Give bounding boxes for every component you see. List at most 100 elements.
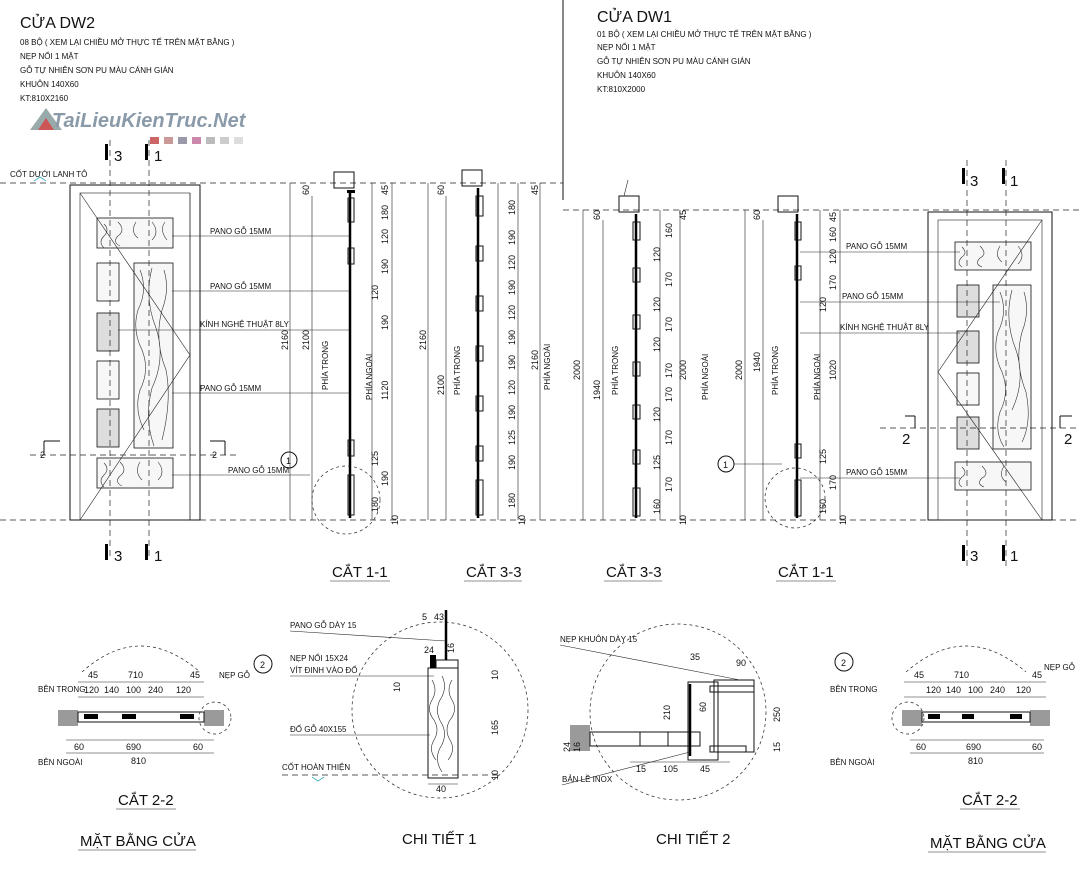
dim: 120 (507, 380, 517, 395)
dim: 45 (678, 210, 688, 220)
side-outside: BÊN NGOÀI (830, 758, 874, 767)
label: NẸP KHUÔN DÀY 15 (560, 635, 638, 644)
dim: 1020 (828, 360, 838, 380)
dim: 10 (390, 515, 400, 525)
dim: 120 (652, 297, 662, 312)
dim: 170 (664, 430, 674, 445)
dim: 120 (380, 229, 390, 244)
dim: 24 (424, 645, 434, 655)
dim: 100 (968, 685, 983, 695)
dim: 60 (698, 702, 708, 712)
caption-cat-1-1: CẮT 1-1 (332, 563, 388, 581)
dim: 45 (190, 670, 200, 680)
side-inside: PHÍA TRONG (771, 346, 780, 395)
dim: 120 (818, 297, 828, 312)
dim: 160 (828, 227, 838, 242)
dim: 120 (652, 407, 662, 422)
dim: 160 (664, 223, 674, 238)
dim: 125 (818, 449, 828, 464)
side-inside: PHÍA TRONG (321, 341, 330, 390)
cot-label: CỐT DƯỚI LANH TÔ (10, 169, 87, 179)
dim: 165 (490, 720, 500, 735)
dim: 160 (818, 499, 828, 514)
dim: 180 (507, 493, 517, 508)
dim-total: 810 (968, 756, 983, 766)
dw1-notes: 01 BỘ ( XEM LẠI CHIỀU MỞ THỰC TẾ TRÊN MẶ… (597, 29, 812, 94)
dim: 170 (828, 275, 838, 290)
dim: 45 (530, 185, 540, 195)
section-3-3-dw2: 2160 2100 60 PHÍA TRONG PHÍA NGOÀI 45 21… (418, 169, 552, 525)
section-mark-1: 1 (1010, 173, 1018, 190)
dw1-note: KHUÔN 140X60 (597, 71, 656, 80)
dim: 190 (507, 280, 517, 295)
dim: 16 (572, 742, 582, 752)
dim: 60 (74, 742, 84, 752)
dim: 190 (380, 471, 390, 486)
dim: 45 (914, 670, 924, 680)
dim: 10 (490, 670, 500, 680)
dim: 170 (664, 272, 674, 287)
dim: 120 (507, 255, 517, 270)
dim: 60 (1032, 742, 1042, 752)
detail-1: PANO GỖ DÀY 15 NẸP NỔI 15X24 VÍT ĐINH VÀ… (282, 610, 529, 799)
side-outside: PHÍA NGOÀI (813, 354, 822, 400)
dim: 125 (370, 451, 380, 466)
dim: 710 (954, 670, 969, 680)
dim: 10 (678, 515, 688, 525)
dw2-note: 08 BỘ ( XEM LẠI CHIỀU MỞ THỰC TẾ TRÊN MẶ… (20, 37, 235, 47)
section-mark-2: 2 (40, 450, 45, 460)
watermark-text: TaiLieuKienTruc.Net (52, 110, 247, 132)
dim-total: 810 (131, 756, 146, 766)
label-glass: KÍNH NGHỆ THUẬT 8LY (200, 320, 290, 329)
detail-2: NẸP KHUÔN DÀY 15 BẢN LỀ INOX 35 90 210 6… (559, 623, 782, 801)
dw1-note: 01 BỘ ( XEM LẠI CHIỀU MỞ THỰC TẾ TRÊN MẶ… (597, 29, 812, 39)
section-1-1-dw2: 2160 2100 60 PHÍA TRONG PHÍA NGOÀI 45 18… (280, 171, 400, 535)
caption-cat-3-3: CẮT 3-3 (606, 563, 662, 581)
label: ĐỐ GỖ 40X155 (290, 724, 347, 734)
dim: 35 (690, 652, 700, 662)
dim: 43 (434, 612, 444, 622)
dim: 125 (652, 455, 662, 470)
caption-mat-bang: MẶT BẰNG CỬA (930, 834, 1046, 852)
dw2-note: NẸP NỔI 1 MẶT (20, 52, 79, 61)
dim: 240 (148, 685, 163, 695)
dim-total: 2160 (418, 330, 428, 350)
dw2-note: KT:810X2160 (20, 94, 69, 103)
dim: 160 (652, 499, 662, 514)
dim: 120 (507, 305, 517, 320)
label-pano: PANO GỖ 15MM (228, 466, 290, 475)
art-glass (96, 312, 120, 352)
dw1-title: CỬA DW1 (597, 7, 672, 26)
dim: 2160 (530, 350, 540, 370)
dim: 24 (562, 742, 572, 752)
label-pano: PANO GỖ 15MM (846, 468, 908, 477)
label-pano: PANO GỖ 15MM (210, 227, 272, 236)
dim: 120 (1016, 685, 1031, 695)
dim: 190 (507, 330, 517, 345)
side-outside: BÊN NGOÀI (38, 758, 82, 767)
plan-right: BÊN TRONG BÊN NGOÀI 45 710 45 120 140 10… (830, 645, 1075, 767)
dim: 60 (193, 742, 203, 752)
dim: 120 (652, 337, 662, 352)
dim: 60 (436, 185, 446, 195)
dim: 170 (828, 475, 838, 490)
dim: 45 (88, 670, 98, 680)
side-inside: PHÍA TRONG (453, 346, 462, 395)
dim: 125 (507, 430, 517, 445)
section-mark-1: 1 (154, 148, 162, 165)
caption-chi-tiet-2: CHI TIẾT 2 (656, 831, 730, 848)
caption-mat-bang: MẶT BẰNG CỬA (80, 832, 196, 850)
label-pano: PANO GỖ 15MM (200, 384, 262, 393)
label: BẢN LỀ INOX (562, 774, 613, 784)
dim-inner: 1940 (592, 380, 602, 400)
section-mark-1: 1 (154, 548, 162, 565)
dim: 40 (436, 784, 446, 794)
side-outside: PHÍA NGOÀI (365, 354, 374, 400)
caption-cat-1-1: CẮT 1-1 (778, 563, 834, 581)
dim: 45 (700, 764, 710, 774)
dim: 1120 (380, 381, 390, 400)
label-nep-go: NẸP GỖ (219, 671, 250, 680)
detail-callout: 2 (260, 660, 265, 670)
